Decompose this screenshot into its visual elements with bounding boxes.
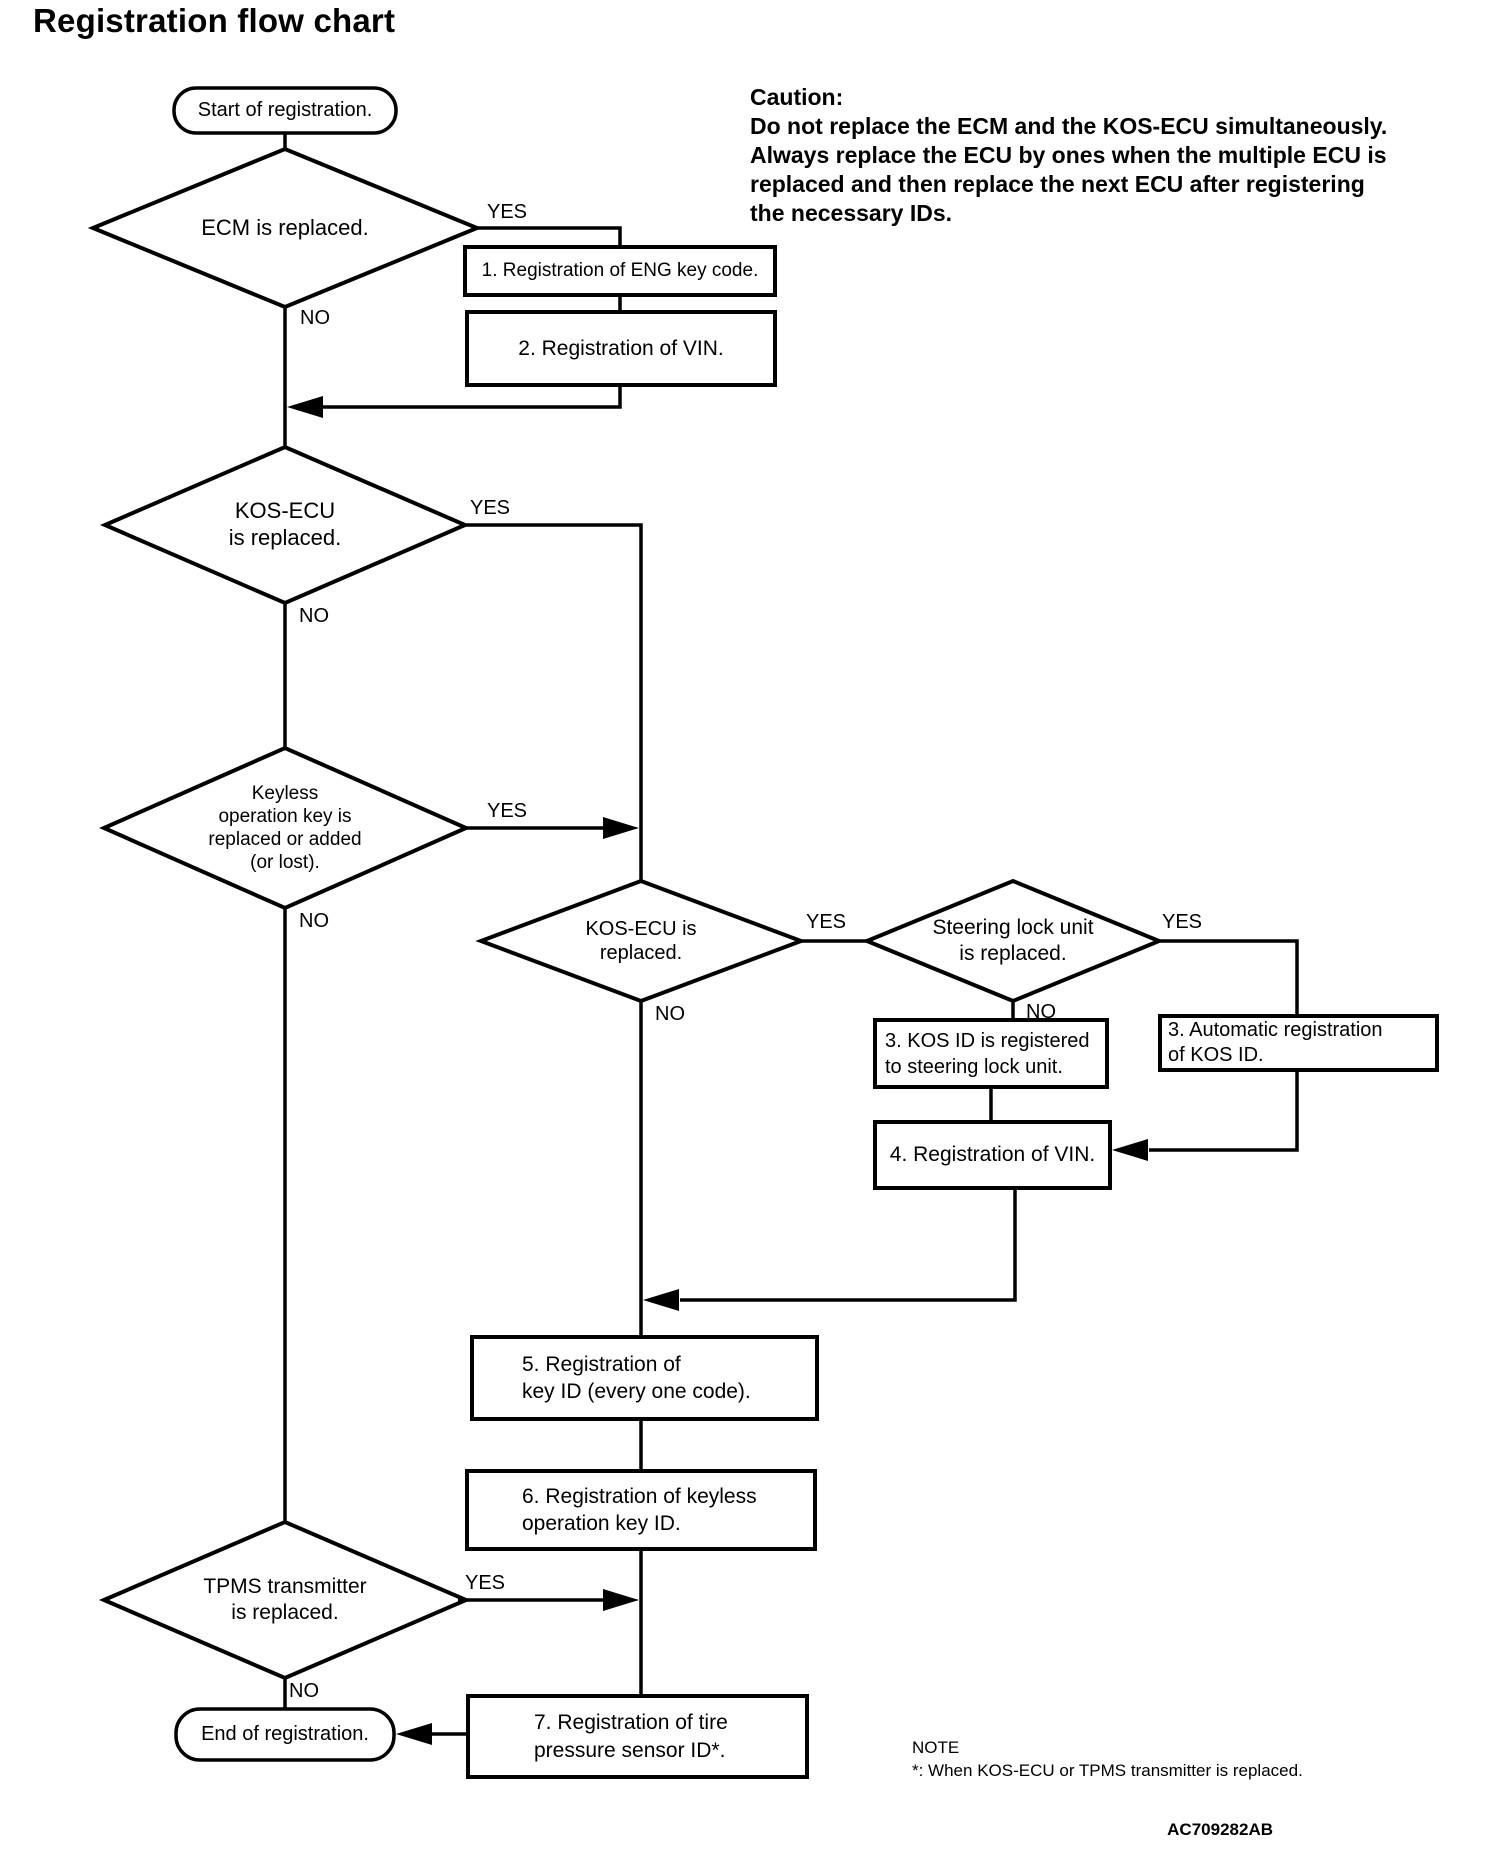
note-block: NOTE *: When KOS-ECU or TPMS transmitter… [912,1736,1303,1782]
steering-yes-label: YES [1162,911,1203,933]
step5-label: 5. Registration of key ID (every one cod… [522,1352,751,1403]
step3-yes-label: 3. Automatic registration of KOS ID. [1168,1019,1383,1066]
start-terminal-label: Start of registration. [197,99,373,121]
step7-box [466,1694,809,1779]
decision-kos-ecu-2-label: KOS-ECU is replaced. [585,917,697,964]
ecm-yes-label: YES [487,201,528,223]
connector-step3yes-step4 [1149,1070,1299,1152]
connector-kos-yes [465,523,643,881]
diagram-code: AC709282AB [1167,1820,1273,1839]
decision-kos-ecu-label: KOS-ECU is replaced. [228,498,342,550]
step7-label: 7. Registration of tire pressure sensor … [534,1711,728,1762]
arrowhead-merge-left-icon [287,396,323,418]
step2-label: 2. Registration of VIN. [518,336,724,360]
steering-no-label: NO [1026,1001,1056,1023]
caution-heading: Caution: [750,84,844,110]
keyless-yes-label: YES [487,800,528,822]
arrowhead-into-end-icon [396,1723,432,1745]
caution-body: Do not replace the ECM and the KOS-ECU s… [750,113,1388,226]
connector-ecm-yes [477,226,622,247]
step4-label: 4. Registration of VIN. [889,1143,1096,1166]
page-title: Registration flow chart [33,2,396,39]
kos2-no-label: NO [655,1003,685,1025]
decision-steering-label: Steering lock unit is replaced. [932,916,1094,965]
decision-tpms-label: TPMS transmitter is replaced. [203,1575,367,1624]
step3-no-label: 3. KOS ID is registered to steering lock… [885,1029,1090,1078]
arrowhead-tpms-yes-icon [603,1589,639,1611]
keyless-no-label: NO [299,910,329,932]
ecm-no-label: NO [300,307,330,329]
arrowhead-into-step4-icon [1112,1139,1148,1161]
kos-yes-label: YES [470,497,511,519]
connector-step4-merge [680,1188,1017,1302]
caution-block: Caution: Do not replace the ECM and the … [750,83,1450,228]
arrowhead-step4-merge-icon [643,1289,679,1311]
decision-ecm-label: ECM is replaced. [201,214,369,240]
connector-steering-yes [1159,939,1299,1016]
arrowhead-keyless-yes-icon [603,817,639,839]
tpms-no-label: NO [289,1680,319,1702]
kos2-yes-label: YES [806,911,847,933]
note-heading: NOTE [912,1738,960,1757]
end-terminal-label: End of registration. [201,1723,369,1745]
step5-box [470,1335,819,1421]
step1-label: 1. Registration of ENG key code. [481,260,759,281]
note-text: *: When KOS-ECU or TPMS transmitter is r… [912,1761,1303,1780]
tpms-yes-label: YES [465,1572,506,1594]
kos-no-label: NO [299,605,329,627]
step6-label: 6. Registration of keyless operation key… [522,1484,757,1535]
decision-keyless-label: Keyless operation key is replaced or add… [208,782,362,874]
connector-step2-merge [322,385,622,409]
